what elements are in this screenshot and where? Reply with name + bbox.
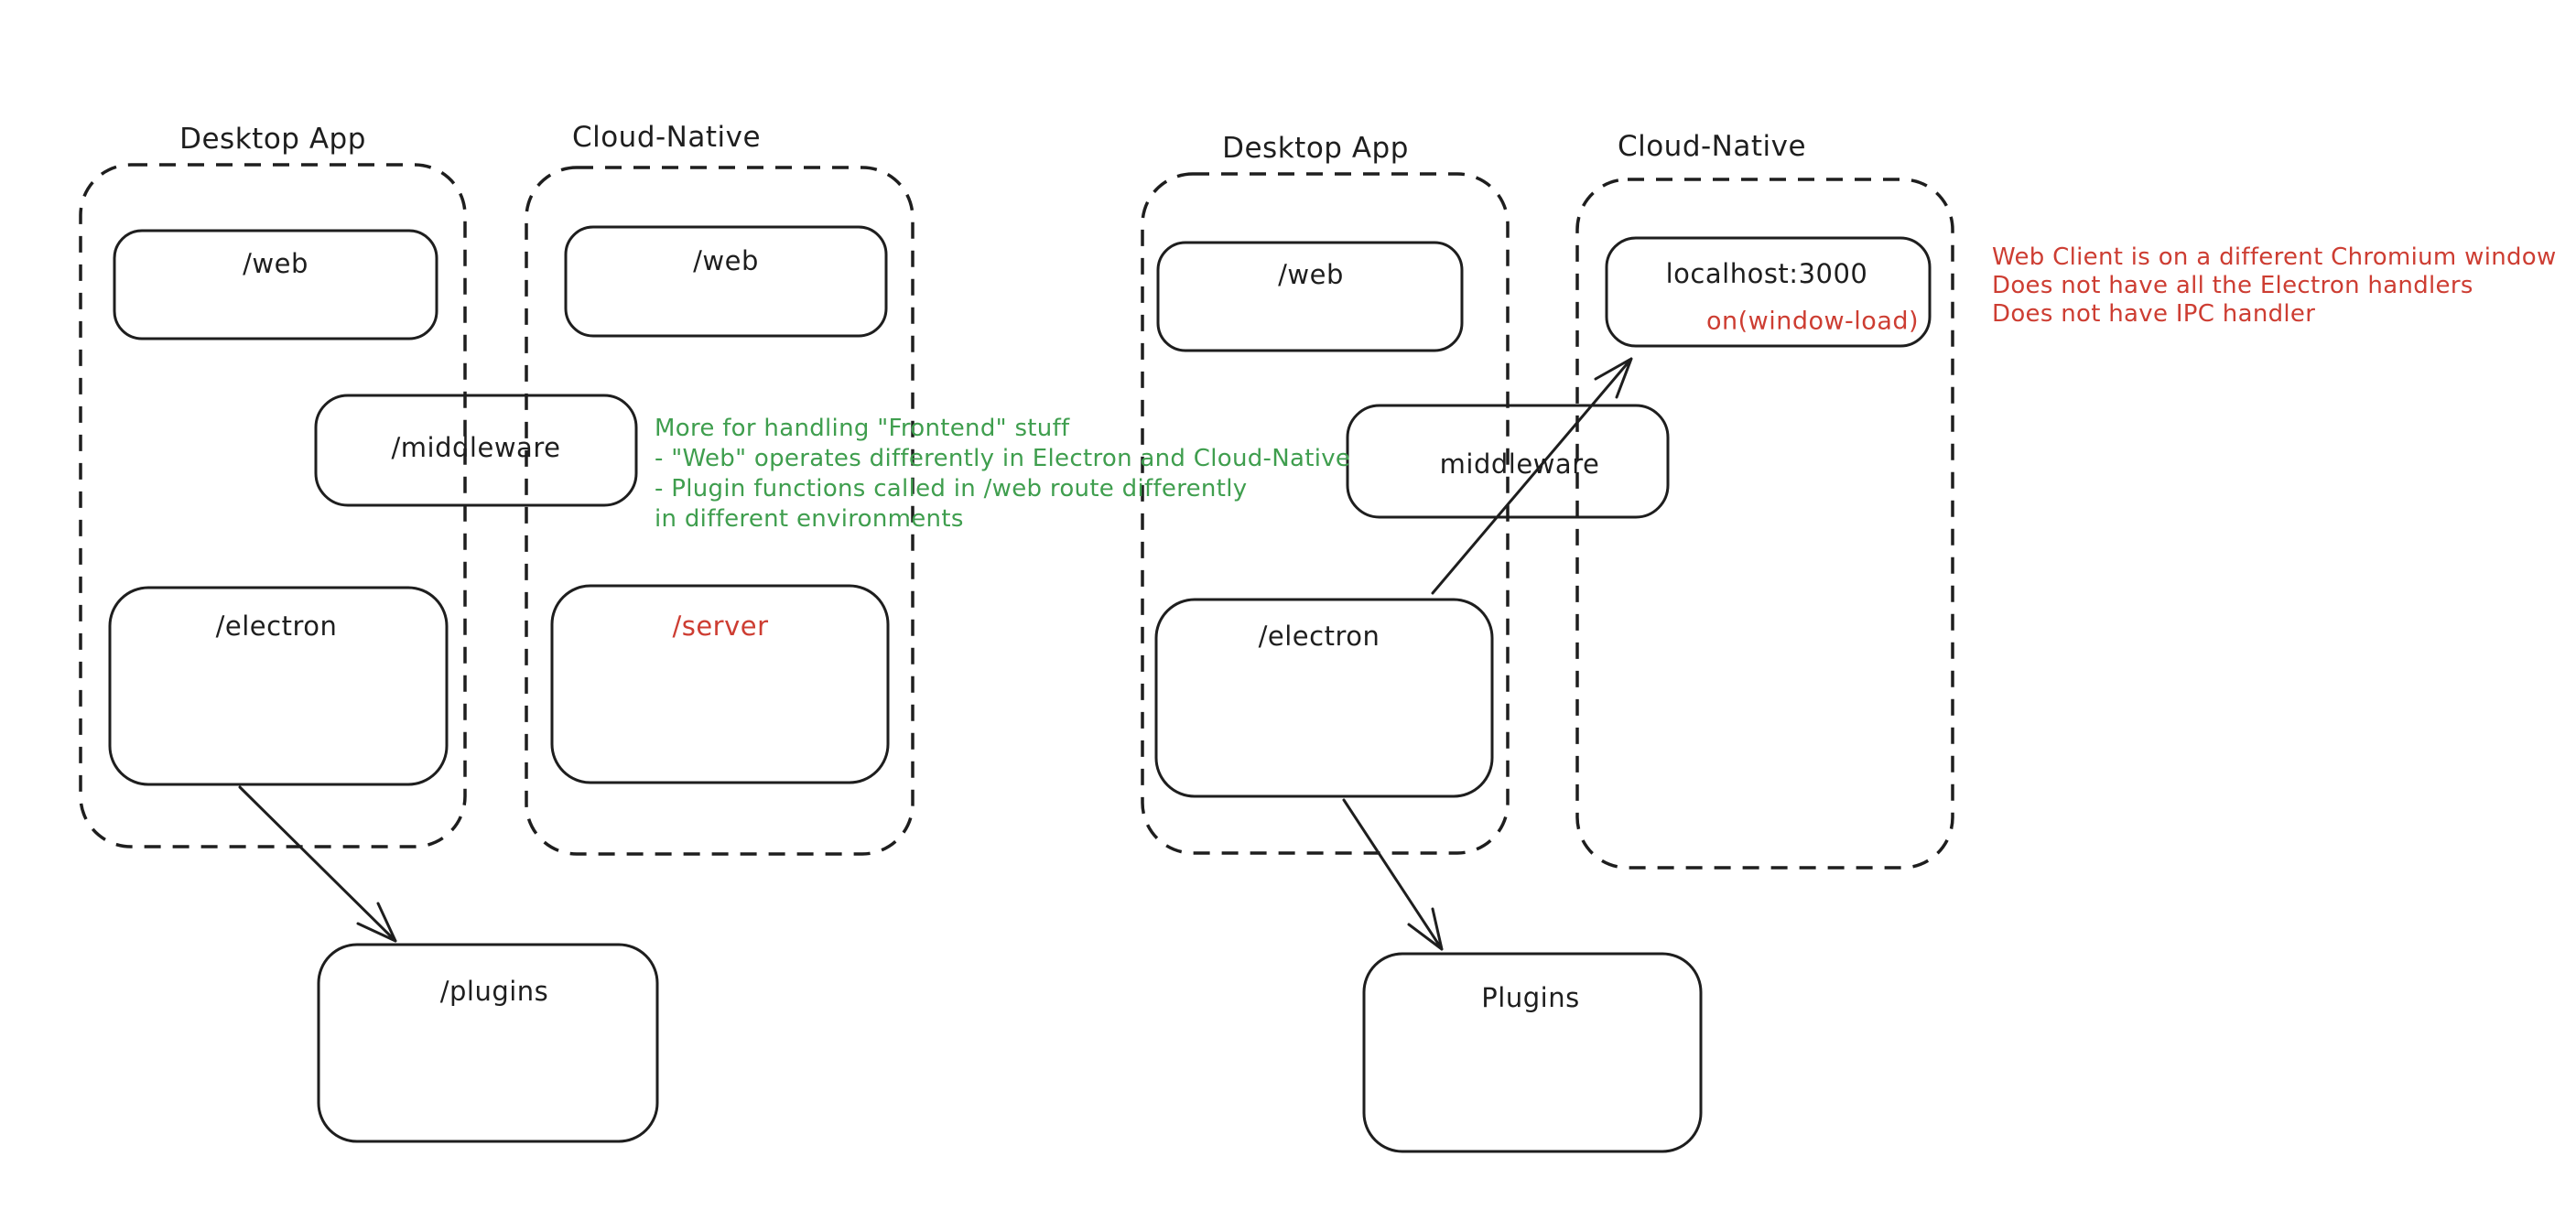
right-note: Web Client is on a different Chromium wi… — [1992, 243, 2557, 329]
right-middleware-label: middleware — [1439, 448, 1600, 480]
left-electron-box — [108, 586, 449, 786]
left-middleware-label: /middleware — [391, 432, 561, 463]
left-server-box — [550, 584, 890, 784]
right-web-box — [1156, 241, 1464, 352]
left-web-desktop-box — [113, 229, 438, 340]
left-electron-to-plugins-arrow — [238, 785, 397, 943]
left-desktop-container-label: Desktop App — [179, 123, 366, 156]
left-note-line-3: - Plugin functions called in /web route … — [655, 475, 1248, 503]
right-window-load-label: on(window-load) — [1705, 307, 1920, 336]
left-note: More for handling "Frontend" stuff - "We… — [655, 414, 1350, 535]
left-plugins-box — [317, 943, 659, 1143]
right-cloud-container-label: Cloud-Native — [1617, 130, 1807, 163]
left-server-label: /server — [672, 611, 769, 642]
right-localhost-box — [1605, 236, 1932, 348]
left-middleware-box — [314, 394, 638, 507]
right-electron-to-plugins-arrow — [1342, 798, 1444, 951]
left-cloud-container — [525, 166, 915, 856]
left-note-line-1: More for handling "Frontend" stuff — [655, 415, 1070, 442]
right-electron-label: /electron — [1258, 621, 1380, 652]
left-web-cloud-label: /web — [693, 245, 759, 276]
right-electron-box — [1154, 598, 1494, 798]
right-web-label: /web — [1278, 259, 1344, 290]
right-plugins-box — [1362, 952, 1703, 1153]
left-electron-label: /electron — [215, 611, 338, 642]
left-web-desktop-label: /web — [243, 248, 308, 279]
left-note-line-2: - "Web" operates differently in Electron… — [655, 445, 1351, 472]
right-desktop-container-label: Desktop App — [1222, 132, 1409, 165]
left-cloud-container-label: Cloud-Native — [571, 121, 762, 154]
left-web-cloud-box — [564, 225, 888, 338]
right-note-line-3: Does not have IPC handler — [1992, 300, 2316, 328]
right-plugins-label: Plugins — [1481, 982, 1580, 1013]
right-localhost-label: localhost:3000 — [1665, 258, 1868, 289]
right-note-line-2: Does not have all the Electron handlers — [1992, 272, 2473, 299]
left-plugins-label: /plugins — [439, 976, 549, 1007]
left-note-line-4: in different environments — [655, 505, 964, 533]
right-note-line-1: Web Client is on a different Chromium wi… — [1992, 243, 2557, 271]
right-electron-to-localhost-arrow — [1431, 357, 1633, 595]
right-desktop-container — [1141, 172, 1510, 855]
right-middleware-box — [1346, 404, 1670, 519]
